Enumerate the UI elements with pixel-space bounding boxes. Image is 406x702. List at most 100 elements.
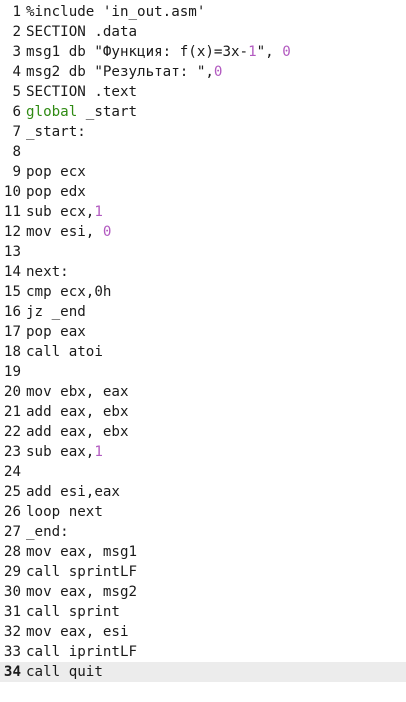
code-line[interactable]: 13 (0, 242, 406, 262)
line-number: 19 (3, 364, 21, 380)
line-number: 20 (3, 384, 21, 400)
code-text[interactable]: SECTION .data (21, 22, 137, 42)
number-token: 1 (94, 204, 103, 220)
line-number: 4 (12, 64, 21, 80)
code-line[interactable]: 24 (0, 462, 406, 482)
code-text[interactable]: call quit (21, 662, 103, 682)
text-token: _end: (26, 524, 69, 540)
code-text[interactable]: call iprintLF (21, 642, 137, 662)
code-text[interactable]: mov eax, msg2 (21, 582, 137, 602)
code-text[interactable]: add eax, ebx (21, 402, 129, 422)
code-text[interactable]: pop edx (21, 182, 86, 202)
code-text[interactable]: pop ecx (21, 162, 86, 182)
code-text[interactable]: call sprintLF (21, 562, 137, 582)
text-token: SECTION .data (26, 24, 138, 40)
text-token: loop next (26, 504, 103, 520)
code-text[interactable]: cmp ecx,0h (21, 282, 111, 302)
code-text[interactable]: mov eax, msg1 (21, 542, 137, 562)
code-line[interactable]: 8 (0, 142, 406, 162)
code-line[interactable]: 1%include 'in_out.asm' (0, 2, 406, 22)
line-number: 14 (3, 264, 21, 280)
line-number: 33 (3, 644, 21, 660)
line-number: 34 (3, 664, 21, 680)
number-token: 0 (213, 64, 223, 80)
line-number: 5 (12, 84, 21, 100)
line-number: 3 (12, 44, 21, 60)
code-line[interactable]: 19 (0, 362, 406, 382)
line-number: 30 (3, 584, 21, 600)
line-number: 17 (3, 324, 21, 340)
code-text[interactable]: msg1 db "Функция: f(x)=3x-1", 0 (21, 42, 291, 62)
line-number: 18 (3, 344, 21, 360)
code-text[interactable]: mov eax, esi (21, 622, 129, 642)
code-line[interactable]: 7 _start: (0, 122, 406, 142)
text-token: sub ecx, (26, 204, 95, 220)
text-token: %include 'in_out.asm' (26, 4, 206, 20)
text-token: call sprint (26, 604, 120, 620)
text-token: _start: (26, 124, 86, 140)
line-number: 8 (12, 144, 21, 160)
code-text[interactable]: msg2 db "Результат: ",0 (21, 62, 222, 82)
code-text[interactable]: _end: (21, 522, 69, 542)
code-text[interactable]: sub eax,1 (21, 442, 103, 462)
number-token: 1 (248, 44, 257, 60)
line-number: 27 (3, 524, 21, 540)
text-token: add eax, ebx (26, 424, 129, 440)
code-text[interactable]: call atoi (21, 342, 103, 362)
code-text[interactable]: SECTION .text (21, 82, 137, 102)
code-text[interactable]: _start: (21, 122, 86, 142)
code-text[interactable]: global _start (21, 102, 137, 122)
line-number: 11 (3, 204, 21, 220)
code-text[interactable]: %include 'in_out.asm' (21, 2, 205, 22)
code-text[interactable]: mov esi, 0 (21, 222, 111, 242)
text-token: mov eax, msg1 (26, 544, 138, 560)
code-text[interactable]: pop eax (21, 322, 86, 342)
code-text[interactable]: call sprint (21, 602, 120, 622)
text-token: msg2 db "Результат: ", (26, 64, 214, 80)
code-text[interactable]: add eax, ebx (21, 422, 129, 442)
code-line[interactable]: 31 call sprint (0, 602, 406, 622)
code-line[interactable]: 27 _end: (0, 522, 406, 542)
line-number: 22 (3, 424, 21, 440)
code-text[interactable]: add esi,eax (21, 482, 120, 502)
line-number: 7 (12, 124, 21, 140)
code-text[interactable]: jz _end (21, 302, 86, 322)
code-text[interactable]: next: (21, 262, 69, 282)
code-text[interactable]: sub ecx,1 (21, 202, 103, 222)
line-number: 6 (12, 104, 21, 120)
line-number: 32 (3, 624, 21, 640)
code-text[interactable]: mov ebx, eax (21, 382, 129, 402)
line-number: 12 (3, 224, 21, 240)
code-text[interactable]: loop next (21, 502, 103, 522)
line-number: 31 (3, 604, 21, 620)
code-line[interactable]: 22 add eax, ebx (0, 422, 406, 442)
text-token: pop ecx (26, 164, 86, 180)
text-token: ", (256, 44, 283, 60)
